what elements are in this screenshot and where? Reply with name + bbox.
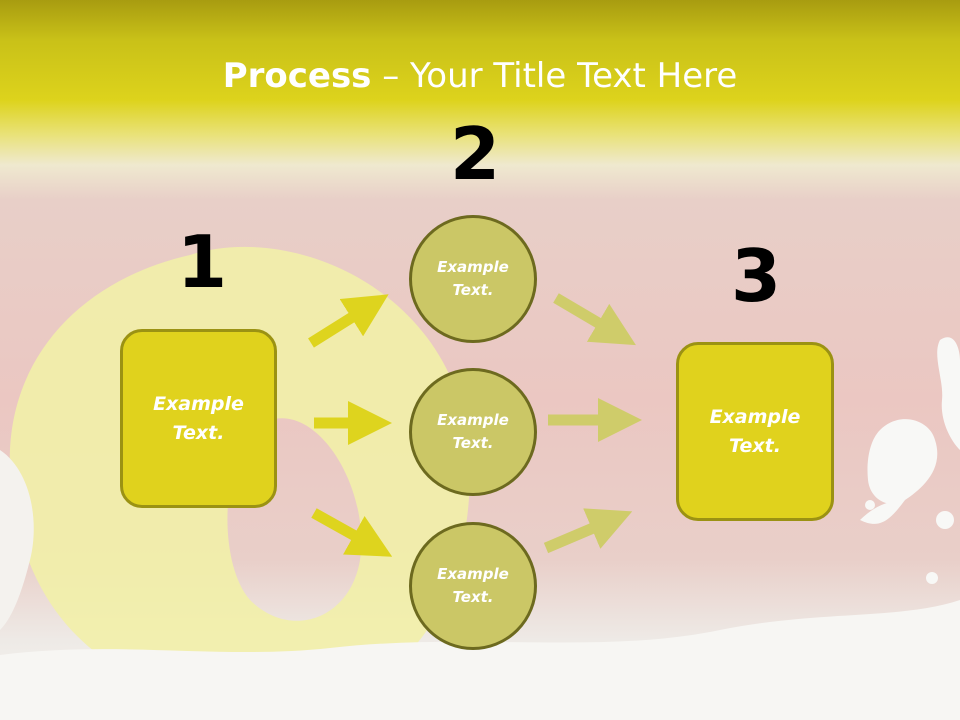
arrow-1-to-circle-top: [308, 294, 389, 348]
milk-splash: [860, 337, 960, 584]
circle-middle-line2: Text.: [452, 434, 494, 452]
arrow-1-to-circle-bottom: [311, 508, 393, 557]
step-number-1: 1: [177, 220, 228, 304]
step-1-box: Example Text.: [120, 329, 277, 508]
step-number-3: 3: [731, 234, 782, 318]
arrow-circle-top-to-3: [553, 293, 636, 346]
circle-bottom-line2: Text.: [452, 588, 494, 606]
arrow-circle-bottom-to-3: [543, 508, 633, 554]
step-number-2: 2: [450, 112, 501, 196]
milk-wave-left: [0, 450, 34, 630]
circle-middle-line1: Example: [437, 411, 509, 429]
circle-bottom-line1: Example: [437, 565, 509, 583]
step-2-circle-middle: Example Text.: [409, 368, 537, 496]
title-bold: Process: [222, 56, 372, 96]
slide-title: Process – Your Title Text Here: [0, 54, 960, 98]
step-1-line2: Text.: [172, 421, 225, 444]
title-rest: – Your Title Text Here: [371, 56, 738, 96]
milk-wave-bottom: [0, 600, 960, 720]
step-3-line1: Example: [709, 405, 801, 428]
step-1-line1: Example: [153, 392, 244, 415]
circle-top-line2: Text.: [452, 281, 494, 299]
circle-top-line1: Example: [437, 258, 509, 276]
step-2-circle-top: Example Text.: [409, 215, 537, 343]
step-3-line2: Text.: [729, 434, 781, 457]
step-3-box: Example Text.: [676, 342, 834, 521]
step-2-circle-bottom: Example Text.: [409, 522, 537, 650]
